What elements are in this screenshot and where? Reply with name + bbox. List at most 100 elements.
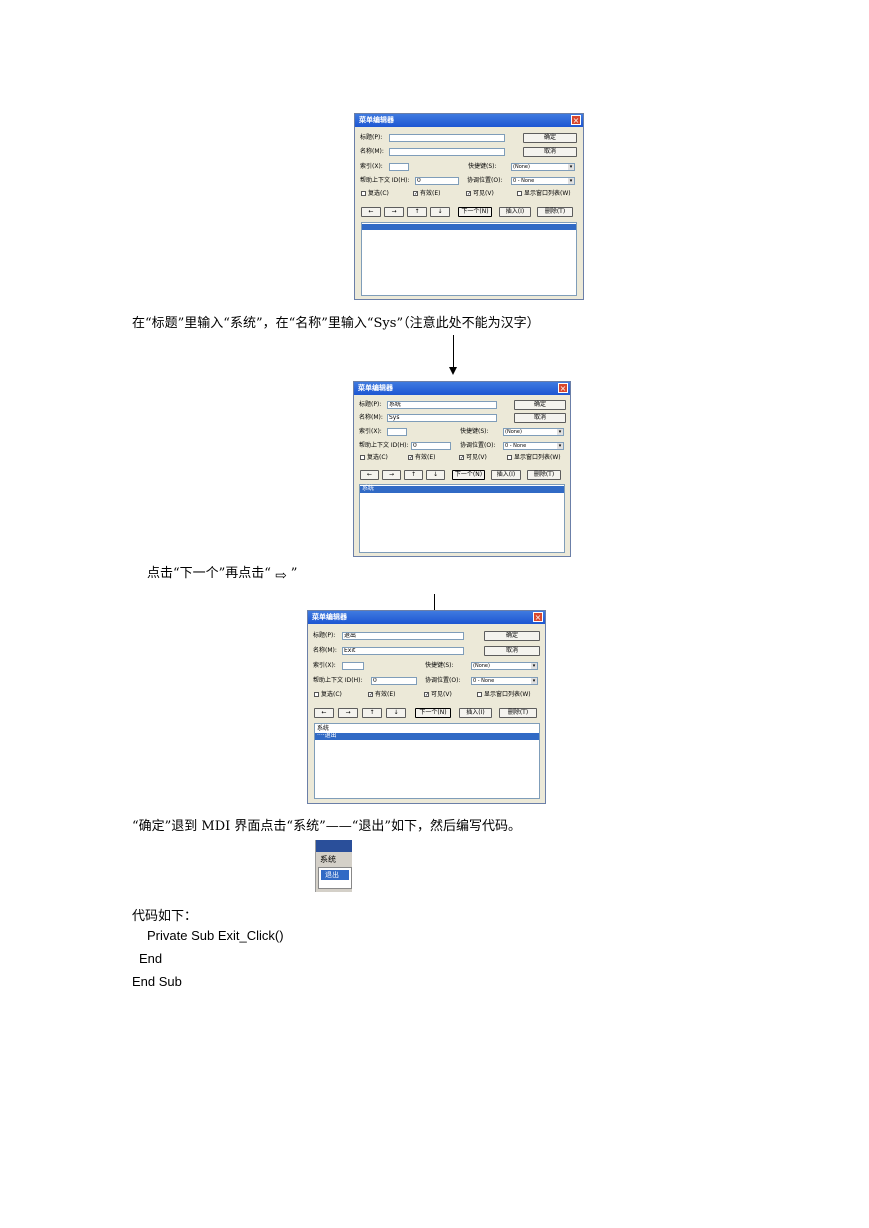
left-arrow-button[interactable]: ← bbox=[360, 470, 379, 480]
ok-button[interactable]: 确定 bbox=[514, 400, 566, 410]
ok-button[interactable]: 确定 bbox=[523, 133, 577, 143]
close-icon[interactable]: × bbox=[571, 115, 581, 125]
left-arrow-button[interactable]: ← bbox=[361, 207, 381, 217]
cancel-button[interactable]: 取消 bbox=[514, 413, 566, 423]
dialog-title: 菜单编辑器 bbox=[355, 114, 583, 127]
enabled-checkbox[interactable]: ✓ bbox=[408, 455, 414, 461]
name-value: Exit bbox=[344, 647, 356, 654]
right-arrow-button[interactable]: → bbox=[382, 470, 401, 480]
name-label: 名称(M): bbox=[359, 414, 383, 421]
menu-preview: 系统 退出 bbox=[315, 840, 352, 892]
index-input[interactable] bbox=[389, 163, 409, 171]
up-arrow-button[interactable]: ↑ bbox=[404, 470, 423, 480]
right-arrow-button[interactable]: → bbox=[338, 708, 358, 718]
close-icon[interactable]: × bbox=[533, 612, 543, 622]
up-arrow-button[interactable]: ↑ bbox=[407, 207, 427, 217]
chevron-down-icon: ▾ bbox=[531, 663, 537, 669]
name-input[interactable]: Exit bbox=[342, 647, 464, 655]
index-label: 索引(X): bbox=[360, 163, 383, 170]
windowlist-label: 显示窗口列表(W) bbox=[524, 190, 571, 197]
cancel-button[interactable]: 取消 bbox=[523, 147, 577, 157]
windowlist-checkbox[interactable] bbox=[517, 191, 522, 196]
down-arrow-button[interactable]: ↓ bbox=[430, 207, 450, 217]
helpid-label: 帮助上下文 ID(H): bbox=[359, 442, 409, 449]
negotiate-select[interactable]: 0 - None▾ bbox=[511, 177, 575, 185]
close-icon[interactable]: × bbox=[558, 383, 568, 393]
checked-checkbox[interactable] bbox=[361, 191, 366, 196]
delete-button[interactable]: 删除(T) bbox=[527, 470, 561, 480]
shortcut-select[interactable]: (None)▾ bbox=[511, 163, 575, 171]
shortcut-select[interactable]: (None)▾ bbox=[471, 662, 538, 670]
name-input[interactable]: Sys bbox=[387, 414, 497, 422]
negotiate-value: 0 - None bbox=[473, 678, 495, 684]
insert-button[interactable]: 插入(I) bbox=[459, 708, 492, 718]
instruction-2-text-a: 点击“下一个”再点击“ bbox=[147, 566, 271, 581]
negotiate-select[interactable]: 0 - None ▾ bbox=[471, 677, 538, 685]
helpid-input[interactable]: 0 bbox=[371, 677, 417, 685]
enabled-checkbox[interactable]: ✓ bbox=[413, 191, 419, 197]
helpid-value: 0 bbox=[417, 177, 421, 184]
index-label: 索引(X): bbox=[313, 662, 336, 669]
enabled-checkbox[interactable]: ✓ bbox=[368, 692, 374, 698]
menu-editor-dialog-3: 菜单编辑器 × 标题(P): 退出 确定 名称(M): Exit 取消 索引(X… bbox=[307, 610, 546, 804]
code-line-3: End Sub bbox=[132, 974, 182, 989]
windowlist-checkbox[interactable] bbox=[507, 455, 512, 460]
name-input[interactable] bbox=[389, 148, 505, 156]
arrow-down-icon bbox=[449, 367, 457, 375]
chevron-down-icon: ▾ bbox=[557, 429, 563, 435]
checked-label: 复选(C) bbox=[321, 691, 342, 698]
negotiate-label: 协调位置(O): bbox=[467, 177, 503, 184]
index-input[interactable] bbox=[387, 428, 407, 436]
visible-checkbox[interactable]: ✓ bbox=[466, 191, 472, 197]
windowlist-checkbox[interactable] bbox=[477, 692, 482, 697]
visible-label: 可见(V) bbox=[466, 454, 487, 461]
caption-input[interactable] bbox=[389, 134, 505, 142]
list-item[interactable]: 系统 bbox=[360, 486, 564, 493]
right-arrow-button[interactable]: → bbox=[384, 207, 404, 217]
down-arrow-button[interactable]: ↓ bbox=[386, 708, 406, 718]
visible-checkbox[interactable]: ✓ bbox=[424, 692, 430, 698]
helpid-value: 0 bbox=[373, 677, 377, 684]
caption-input[interactable]: 退出 bbox=[342, 632, 464, 640]
chevron-down-icon: ▾ bbox=[531, 678, 537, 684]
menu-list[interactable] bbox=[361, 222, 577, 296]
next-button[interactable]: 下一个(N) bbox=[452, 470, 485, 480]
code-line-2: End bbox=[139, 951, 163, 966]
insert-button[interactable]: 插入(I) bbox=[499, 207, 531, 217]
menu-list[interactable]: 系统 ····退出 bbox=[314, 723, 540, 799]
right-arrow-icon: ⇨ bbox=[274, 568, 287, 584]
down-arrow-button[interactable]: ↓ bbox=[426, 470, 445, 480]
menu-item-exit[interactable]: 退出 bbox=[321, 870, 349, 880]
next-button[interactable]: 下一个(N) bbox=[415, 708, 451, 718]
list-item[interactable]: 系统 bbox=[317, 725, 330, 732]
next-button[interactable]: 下一个(N) bbox=[458, 207, 492, 217]
checked-checkbox[interactable] bbox=[360, 455, 365, 460]
caption-label: 标题(P): bbox=[359, 401, 382, 408]
caption-input[interactable]: 系统 bbox=[387, 401, 497, 409]
index-input[interactable] bbox=[342, 662, 364, 670]
helpid-label: 帮助上下文 ID(H): bbox=[313, 677, 363, 684]
negotiate-select[interactable]: 0 - None▾ bbox=[503, 442, 564, 450]
negotiate-value: 0 - None bbox=[513, 178, 535, 184]
menu-system[interactable]: 系统 bbox=[320, 855, 336, 864]
up-arrow-button[interactable]: ↑ bbox=[362, 708, 382, 718]
helpid-input[interactable]: 0 bbox=[411, 442, 451, 450]
ok-button[interactable]: 确定 bbox=[484, 631, 540, 641]
checked-checkbox[interactable] bbox=[314, 692, 319, 697]
delete-button[interactable]: 删除(T) bbox=[537, 207, 573, 217]
list-item-selected[interactable] bbox=[362, 224, 576, 230]
left-arrow-button[interactable]: ← bbox=[314, 708, 334, 718]
shortcut-value: (None) bbox=[505, 429, 522, 435]
enabled-label: 有效(E) bbox=[420, 190, 441, 197]
list-item-selected[interactable]: ····退出 bbox=[315, 733, 539, 740]
shortcut-select[interactable]: (None) ▾ bbox=[503, 428, 564, 436]
shortcut-value: (None) bbox=[513, 164, 530, 170]
checked-label: 复选(C) bbox=[367, 454, 388, 461]
delete-button[interactable]: 删除(T) bbox=[499, 708, 537, 718]
visible-checkbox[interactable]: ✓ bbox=[459, 455, 465, 461]
helpid-input[interactable]: 0 bbox=[415, 177, 459, 185]
menu-list[interactable]: 系统 bbox=[359, 484, 565, 553]
cancel-button[interactable]: 取消 bbox=[484, 646, 540, 656]
insert-button[interactable]: 插入(I) bbox=[491, 470, 521, 480]
enabled-label: 有效(E) bbox=[415, 454, 436, 461]
